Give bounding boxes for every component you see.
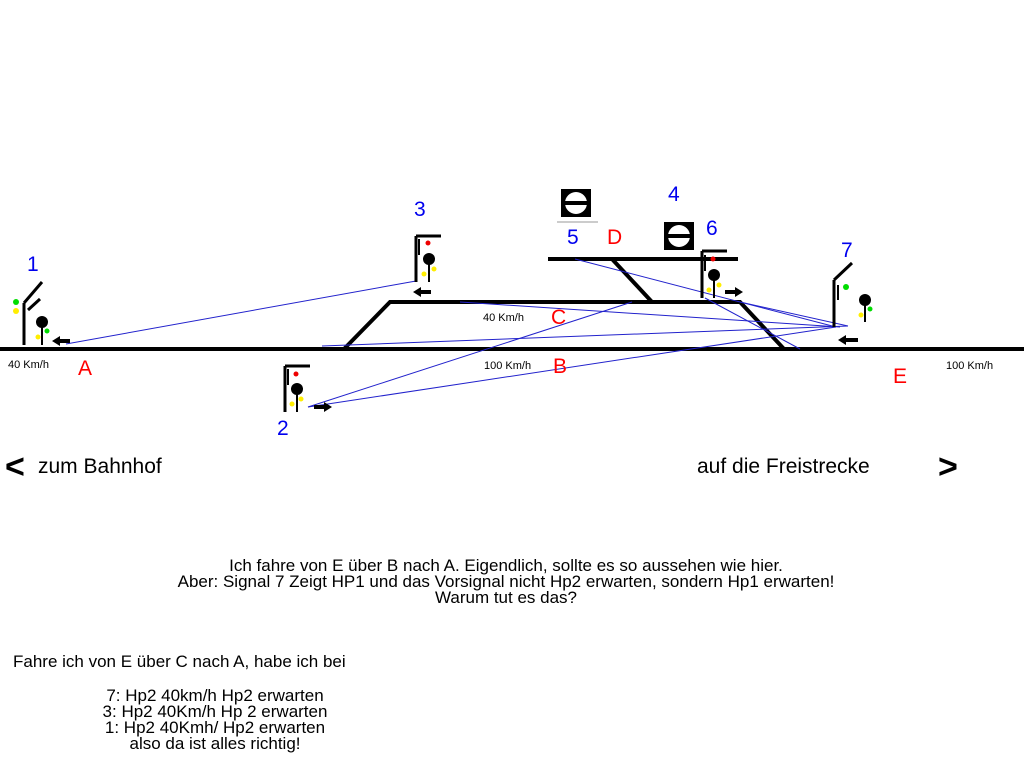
- lamp-yellow: [421, 271, 427, 277]
- signal-number-7: 7: [841, 239, 853, 262]
- direction-arrow-right: [314, 402, 332, 412]
- siding-track-c: [342, 300, 786, 351]
- note-line: 1: Hp2 40Kmh/ Hp2 erwarten: [104, 718, 326, 737]
- nav-left-label[interactable]: zum Bahnhof: [38, 455, 162, 478]
- question-line-3: Warum tut es das?: [434, 588, 578, 607]
- signal-1[interactable]: [13, 281, 70, 346]
- lamp-red: [425, 240, 431, 246]
- signal-number-6: 6: [706, 217, 718, 240]
- lamp-yellow: [858, 312, 864, 318]
- signal-head: [859, 294, 871, 306]
- signal-number-1: 1: [27, 253, 39, 276]
- lamp-yellow: [289, 401, 295, 407]
- signal-5[interactable]: [557, 189, 598, 223]
- speed-label-a: 40 Km/h: [8, 359, 49, 371]
- nav-left-arrow[interactable]: <: [5, 448, 25, 486]
- lamp-red: [293, 371, 299, 377]
- signal-number-4: 4: [668, 183, 680, 206]
- question-text: Ich fahre von E über B nach A. Eigendlic…: [0, 556, 1012, 607]
- nav-right-label[interactable]: auf die Freistrecke: [697, 455, 870, 478]
- signal-head: [423, 253, 435, 265]
- lamp-green: [13, 299, 19, 305]
- lamp-yellow: [298, 396, 304, 402]
- signal-head: [708, 269, 720, 281]
- point-label-e: E: [893, 365, 907, 388]
- lamp-red: [710, 256, 716, 262]
- lamp-yellow: [716, 282, 722, 288]
- signal-head: [36, 316, 48, 328]
- note-line: 7: Hp2 40km/h Hp2 erwarten: [106, 686, 324, 705]
- lamp-green: [44, 328, 50, 334]
- lamp-yellow: [35, 334, 41, 340]
- direction-arrow-left: [838, 335, 858, 345]
- lamp-yellow: [431, 266, 437, 272]
- signal-4[interactable]: [664, 222, 694, 250]
- question-line-1: Ich fahre von E über B nach A. Eigendlic…: [229, 556, 783, 575]
- signal-7[interactable]: [832, 261, 873, 345]
- speed-label-e: 100 Km/h: [946, 360, 993, 372]
- lamp-yellow: [13, 308, 19, 314]
- point-label-a: A: [78, 357, 92, 380]
- nav-right-arrow[interactable]: >: [938, 448, 958, 486]
- signal-6[interactable]: [700, 249, 743, 298]
- lamp-green: [843, 284, 849, 290]
- lamp-yellow: [706, 287, 712, 293]
- note-line: also da ist alles richtig!: [129, 734, 301, 753]
- direction-arrow-right: [725, 287, 743, 297]
- point-label-c: C: [551, 306, 566, 329]
- tracks: [0, 257, 1024, 351]
- point-label-d: D: [607, 226, 622, 249]
- direction-arrow-left: [413, 287, 431, 297]
- point-label-b: B: [553, 355, 567, 378]
- note-line: 3: Hp2 40Km/h Hp 2 erwarten: [102, 702, 328, 721]
- route-lines: [65, 258, 849, 408]
- question-line-2: Aber: Signal 7 Zeigt HP1 und das Vorsign…: [177, 572, 835, 591]
- note-intro: Fahre ich von E über C nach A, habe ich …: [13, 652, 346, 671]
- switch-d-c: [610, 257, 654, 304]
- signal-number-2: 2: [277, 417, 289, 440]
- speed-label-c: 40 Km/h: [483, 312, 524, 324]
- direction-arrow-left: [52, 336, 70, 346]
- speed-label-b: 100 Km/h: [484, 360, 531, 372]
- signal-number-3: 3: [414, 198, 426, 221]
- signal-number-5: 5: [567, 226, 579, 249]
- signal-3[interactable]: [413, 234, 441, 297]
- lamp-green: [867, 306, 873, 312]
- note-list: 7: Hp2 40km/h Hp2 erwarten 3: Hp2 40Km/h…: [60, 686, 370, 753]
- signal-2[interactable]: [283, 364, 332, 412]
- signal-head: [291, 383, 303, 395]
